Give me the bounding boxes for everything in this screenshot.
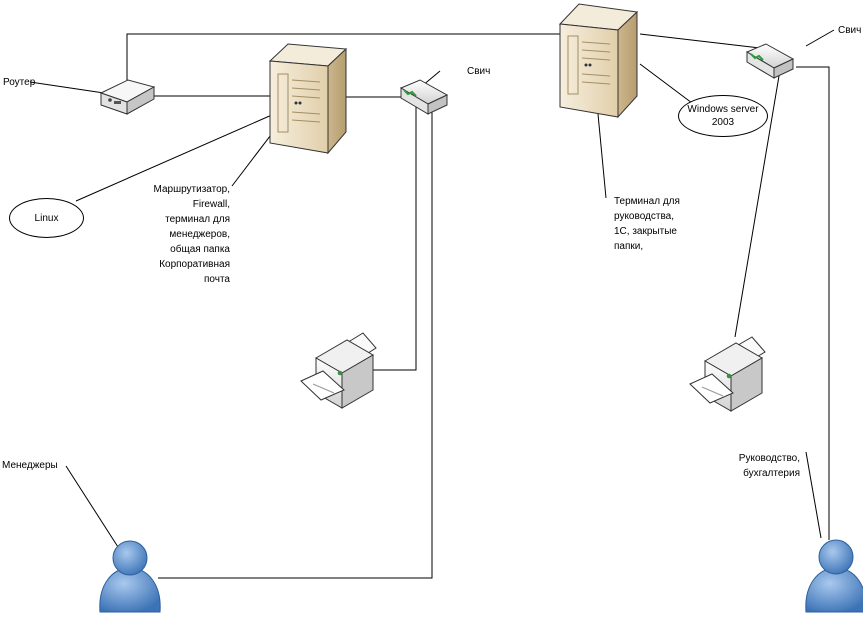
switch-icon[interactable] [745,43,795,79]
linux-os-ellipse: Linux [9,198,84,238]
link-router-to-top-bus [126,33,565,82]
router-icon[interactable] [99,79,156,115]
switch-right-label: Свич [838,25,862,36]
label-leaders [29,29,835,548]
windows-os-ellipse: Windows server 2003 [678,95,768,137]
link-left-switch-to-left-printer [372,106,417,371]
linux-roles-label: Маршрутизатор, Firewall, терминал для ме… [153,184,231,285]
connection-lines [126,33,830,579]
printer-icon[interactable] [689,336,766,412]
printer-icon[interactable] [300,332,377,409]
user-icon[interactable] [805,539,863,613]
server-tower-icon[interactable] [268,43,348,155]
link-right-switch-to-management [796,66,830,540]
user-icon[interactable] [99,540,161,613]
switch-left-label: Свич [467,66,491,77]
router-label: Роутер [3,77,36,88]
switch-icon[interactable] [399,79,449,115]
managers-label: Менеджеры [2,460,58,471]
server-tower-icon[interactable] [558,3,639,119]
link-windows-to-right-switch [639,33,761,49]
link-left-switch-to-managers [158,110,433,579]
management-label: Руководство, бухгалтерия [738,453,800,479]
windows-roles-label: Терминал для руководства, 1С, закрытые п… [614,196,680,252]
link-right-switch-to-right-printer [734,69,781,338]
